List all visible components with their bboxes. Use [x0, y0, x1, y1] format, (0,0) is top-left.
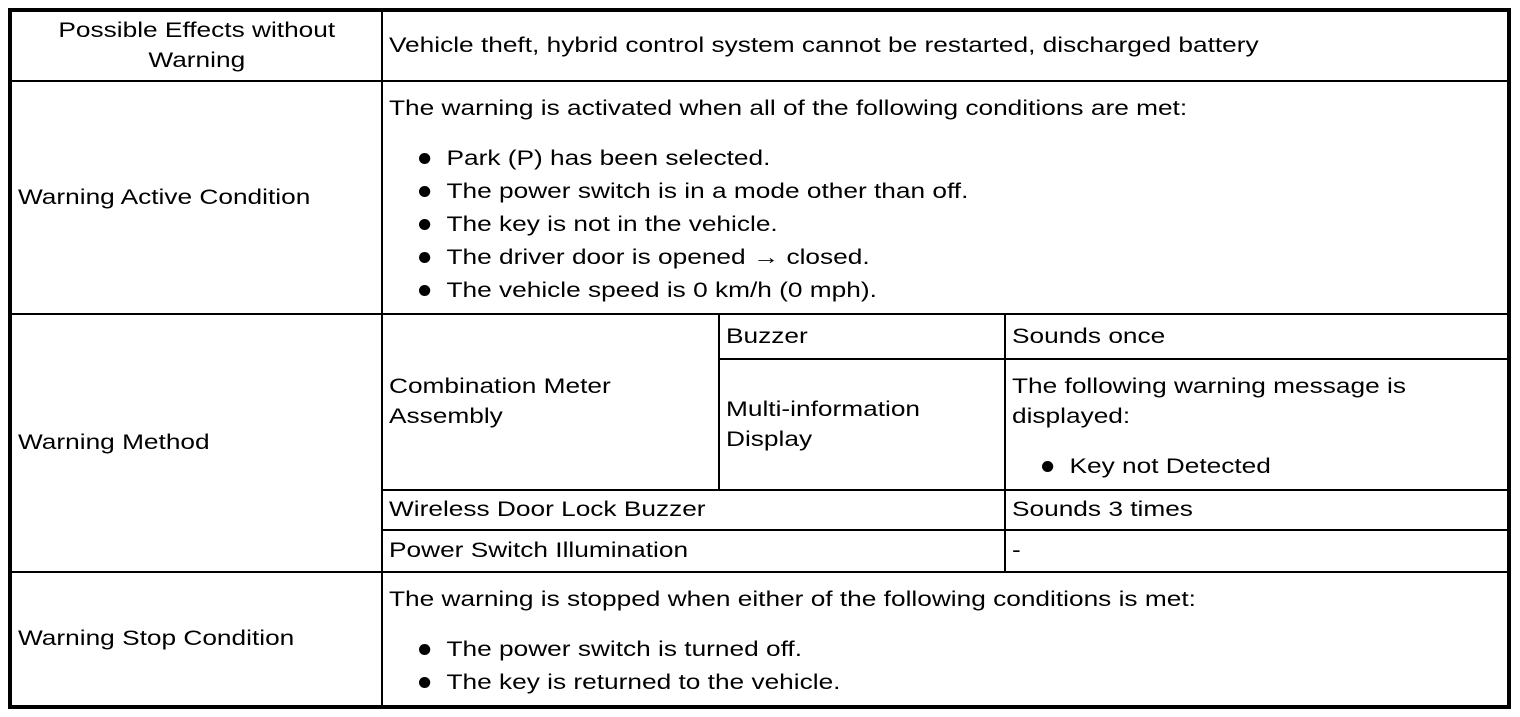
buzzer-value: Sounds once	[1012, 324, 1166, 348]
buzzer-value-cell: Sounds once	[1004, 313, 1510, 360]
wireless-door-lock-buzzer-value-cell: Sounds 3 times	[1004, 489, 1510, 531]
bullet-text: Park (P) has been selected.	[446, 147, 771, 170]
bullet-item: The key is returned to the vehicle.	[419, 668, 1501, 698]
bullet-item: The key is not in the vehicle.	[419, 210, 1501, 240]
bullet-icon	[419, 186, 431, 197]
possible-effects-header-cell: Possible Effects without Warning	[9, 9, 383, 82]
bullet-icon	[419, 252, 431, 263]
multi-information-display-label: Multi-information Display	[726, 397, 921, 451]
warning-active-value-cell: The warning is activated when all of the…	[381, 80, 1510, 315]
combination-meter-cell: Combination Meter Assembly	[381, 313, 720, 491]
bullet-text: The vehicle speed is 0 km/h (0 mph).	[446, 279, 877, 302]
bullet-icon	[1042, 461, 1054, 472]
bullet-item: Key not Detected	[1042, 452, 1501, 482]
warning-stop-bullet-list: The power switch is turned off. The key …	[389, 635, 1501, 698]
bullet-icon	[419, 153, 431, 164]
row-warning-method-mid: Multi-information Display The following …	[10, 358, 1510, 491]
possible-effects-label: Possible Effects without Warning	[58, 19, 335, 72]
bullet-text: The key is returned to the vehicle.	[446, 671, 841, 694]
bullet-item: The power switch is in a mode other than…	[419, 177, 1501, 207]
bullet-item: Park (P) has been selected.	[419, 144, 1501, 174]
power-switch-illumination-label-cell: Power Switch Illumination	[381, 529, 1006, 573]
bullet-text: The key is not in the vehicle.	[446, 213, 778, 236]
warning-active-label: Warning Active Condition	[18, 185, 311, 209]
row-warning-stop: Warning Stop Condition The warning is st…	[9, 571, 1510, 708]
warning-method-label: Warning Method	[18, 431, 210, 454]
possible-effects-value-cell: Vehicle theft, hybrid control system can…	[381, 9, 1510, 82]
warning-stop-intro: The warning is stopped when either of th…	[389, 588, 1196, 611]
multi-information-display-intro: The following warning message is display…	[1012, 375, 1406, 428]
bullet-text: Key not Detected	[1069, 455, 1271, 478]
warning-stop-label: Warning Stop Condition	[18, 627, 295, 650]
power-switch-illumination-label: Power Switch Illumination	[389, 539, 689, 562]
warning-stop-value-cell: The warning is stopped when either of th…	[381, 571, 1510, 708]
wireless-door-lock-buzzer-label-cell: Wireless Door Lock Buzzer	[381, 489, 1006, 531]
buzzer-label: Buzzer	[726, 324, 808, 348]
bullet-item: The vehicle speed is 0 km/h (0 mph).	[419, 276, 1501, 306]
warning-active-bullet-list: Park (P) has been selected. The power sw…	[389, 144, 1501, 306]
warning-active-header-cell: Warning Active Condition	[9, 80, 383, 315]
combination-meter-label: Combination Meter Assembly	[389, 375, 611, 428]
bullet-icon	[419, 285, 431, 296]
row-warning-method-buzzer: Warning Method Combination Meter Assembl…	[9, 313, 1510, 573]
row-warning-active: Warning Active Condition The warning is …	[9, 80, 1510, 315]
multi-information-display-label-cell: Multi-information Display	[718, 358, 1006, 491]
bullet-text: The power switch is in a mode other than…	[446, 180, 969, 203]
bullet-item: The power switch is turned off.	[419, 635, 1501, 665]
row-power-switch-illumination: Power Switch Illumination -	[10, 529, 1510, 573]
bullet-text: The driver door is opened → closed.	[446, 246, 870, 269]
bullet-item: The driver door is opened → closed.	[419, 243, 1501, 273]
power-switch-illumination-value: -	[1012, 539, 1021, 562]
multi-information-display-bullet-list: Key not Detected	[1012, 452, 1501, 482]
wireless-door-lock-buzzer-label: Wireless Door Lock Buzzer	[389, 498, 706, 521]
bullet-icon	[419, 219, 431, 230]
warning-spec-table: Possible Effects without Warning Vehicle…	[8, 8, 1511, 709]
warning-stop-header-cell: Warning Stop Condition	[9, 571, 383, 708]
bullet-text: The power switch is turned off.	[446, 638, 803, 661]
possible-effects-value: Vehicle theft, hybrid control system can…	[389, 34, 1259, 57]
buzzer-label-cell: Buzzer	[718, 313, 1006, 360]
bullet-icon	[419, 644, 431, 655]
bullet-icon	[419, 677, 431, 688]
warning-active-intro: The warning is activated when all of the…	[389, 97, 1188, 120]
power-switch-illumination-value-cell: -	[1004, 529, 1510, 573]
row-possible-effects: Possible Effects without Warning Vehicle…	[9, 9, 1510, 82]
wireless-door-lock-buzzer-value: Sounds 3 times	[1012, 498, 1193, 521]
row-wireless-door-lock-buzzer: Wireless Door Lock Buzzer Sounds 3 times	[10, 489, 1510, 531]
warning-method-header-cell: Warning Method	[9, 313, 383, 573]
multi-information-display-value-cell: The following warning message is display…	[1004, 358, 1510, 491]
